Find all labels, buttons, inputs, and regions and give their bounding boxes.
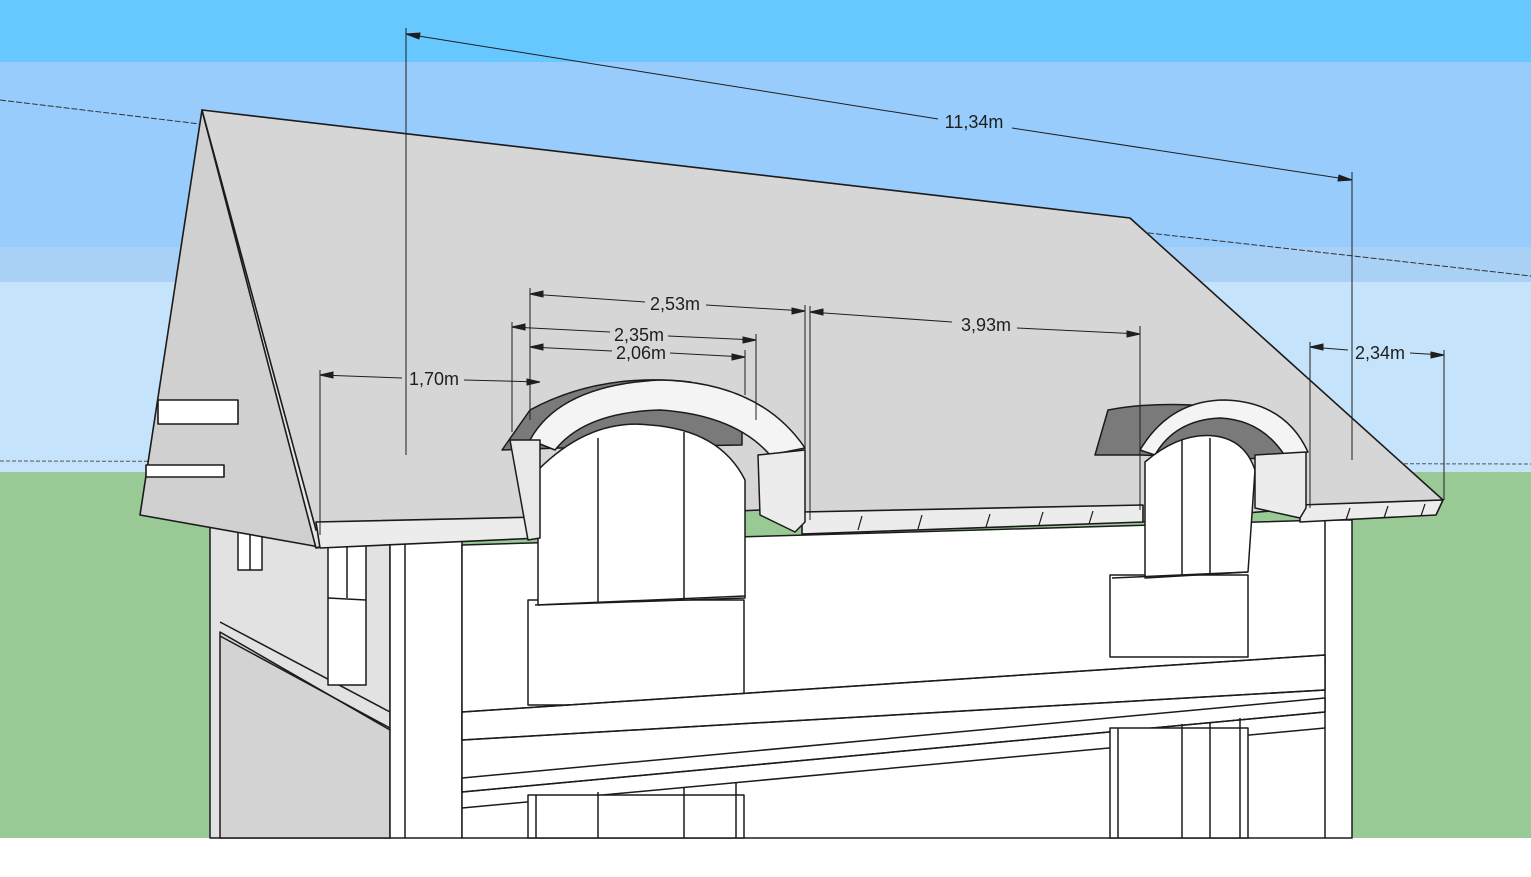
lower-window-right	[1109, 727, 1249, 839]
dimension-labels: 11,34m 2,53m 2,35m 2,06m 1,70m 3,93m 2,3…	[409, 112, 1405, 389]
roof-eave-middle	[801, 504, 1144, 535]
gable-wall-band	[219, 621, 391, 713]
cornice-line	[461, 654, 1326, 713]
dimension-dormer-spacing[interactable]	[809, 306, 1141, 520]
corner-pillar	[389, 534, 463, 839]
dimension-label-overall: 11,34m	[945, 112, 1004, 132]
dormer-right-window	[1144, 434, 1256, 579]
dimension-lines	[319, 28, 1445, 535]
dimension-dormer-to-edge[interactable]	[1309, 342, 1445, 508]
cornice-line	[461, 689, 1326, 741]
eave-rafter-tails	[857, 503, 1426, 531]
bottom-margin	[0, 838, 1531, 872]
dimension-label-dormer-window: 2,06m	[616, 343, 666, 363]
dormer-right-cheek	[1254, 451, 1307, 519]
gable-window-sill	[327, 597, 367, 601]
dormer-right-box	[1109, 574, 1249, 658]
dimension-label-dormer-to-edge: 2,34m	[1355, 343, 1405, 363]
ridge-guide-left	[0, 99, 201, 125]
sky-band-top	[0, 0, 1531, 62]
dimension-dormer-mid-width[interactable]	[511, 322, 757, 432]
gable-eave	[145, 464, 225, 478]
arched-dormer-left[interactable]	[501, 379, 806, 606]
dormer-right-arch-outer	[1139, 399, 1309, 457]
gable-vent	[157, 399, 239, 425]
arched-dormer-right[interactable]	[1094, 399, 1309, 579]
dimension-gable-to-dormer[interactable]	[319, 370, 541, 535]
dormer-left-cheek-left	[509, 439, 541, 541]
cornice-line	[461, 711, 1326, 793]
dimension-label-gable-to-dormer: 1,70m	[409, 369, 459, 389]
dimension-label-dormer-outer: 2,53m	[650, 294, 700, 314]
dimension-label-dormer-spacing: 3,93m	[961, 315, 1011, 335]
dormer-window-sill	[534, 595, 746, 606]
dimension-label-dormer-mid: 2,35m	[614, 325, 664, 345]
dormer-left-window	[537, 423, 746, 606]
dormer-left-cheek	[757, 449, 806, 533]
dormer-left-box	[527, 599, 745, 706]
gable-wall-band	[219, 635, 391, 729]
lower-window-left	[527, 794, 745, 839]
ridge-guide-right	[1139, 231, 1531, 277]
dormer-window-sill	[1111, 571, 1249, 579]
dimension-dormer-window-width[interactable]	[529, 342, 746, 395]
dimension-overall-roof-length[interactable]	[405, 28, 1353, 460]
